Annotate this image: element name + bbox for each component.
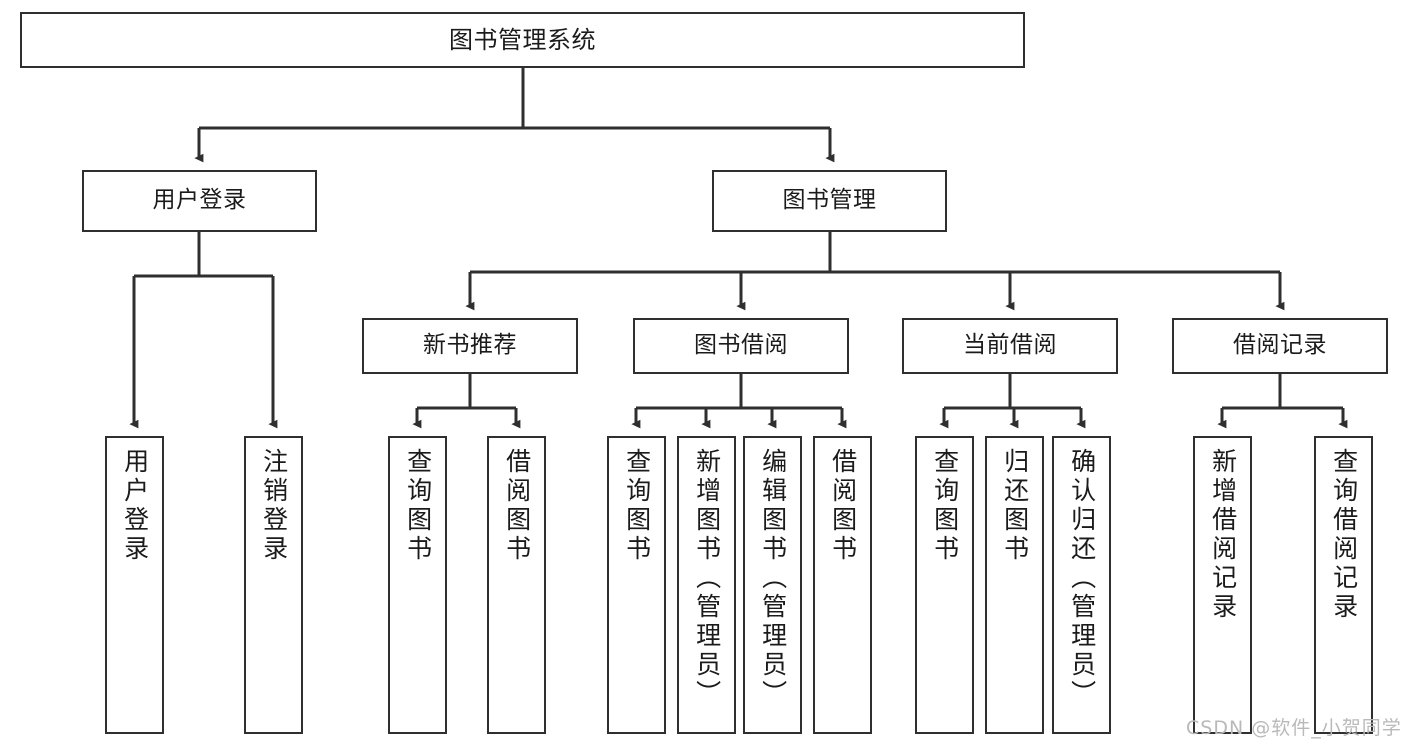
node-leaf-logout[interactable]: 注销登录	[244, 436, 303, 734]
node-current-borrow-label: 当前借阅	[963, 332, 1057, 359]
node-user-login-label: 用户登录	[152, 187, 247, 214]
node-leaf-return-book-label: 归还图书	[1000, 448, 1030, 564]
node-leaf-user-login-label: 用户登录	[120, 448, 150, 564]
node-leaf-edit-book[interactable]: 编辑图书（管理员）	[743, 436, 802, 734]
node-leaf-edit-book-label: 编辑图书（管理员）	[758, 448, 788, 709]
node-leaf-query-book-1[interactable]: 查询图书	[388, 436, 447, 734]
node-leaf-borrow-book-2[interactable]: 借阅图书	[813, 436, 872, 734]
node-leaf-query-book-1-label: 查询图书	[403, 448, 433, 564]
node-leaf-borrow-book-1-label: 借阅图书	[502, 448, 532, 564]
node-book-borrow[interactable]: 图书借阅	[633, 318, 849, 374]
node-leaf-borrow-book-1[interactable]: 借阅图书	[487, 436, 546, 734]
node-new-book-recommend-label: 新书推荐	[423, 332, 517, 359]
csdn-watermark: CSDN @软件_小贺同学	[1186, 717, 1402, 739]
node-leaf-logout-label: 注销登录	[259, 448, 289, 564]
node-leaf-add-record-label: 新增借阅记录	[1208, 448, 1238, 622]
node-leaf-query-book-3[interactable]: 查询图书	[915, 436, 974, 734]
node-borrow-record[interactable]: 借阅记录	[1172, 318, 1388, 374]
node-current-borrow[interactable]: 当前借阅	[902, 318, 1118, 374]
node-new-book-recommend[interactable]: 新书推荐	[362, 318, 578, 374]
node-root-label: 图书管理系统	[449, 25, 596, 54]
node-leaf-user-login[interactable]: 用户登录	[105, 436, 164, 734]
node-leaf-query-record[interactable]: 查询借阅记录	[1314, 436, 1373, 734]
node-book-borrow-label: 图书借阅	[694, 332, 788, 359]
node-leaf-add-book[interactable]: 新增图书（管理员）	[677, 436, 736, 734]
node-user-login[interactable]: 用户登录	[82, 170, 317, 232]
node-leaf-query-book-3-label: 查询图书	[930, 448, 960, 564]
node-leaf-query-record-label: 查询借阅记录	[1329, 448, 1359, 622]
node-leaf-confirm-return-label: 确认归还（管理员）	[1067, 448, 1097, 709]
node-leaf-query-book-2[interactable]: 查询图书	[607, 436, 666, 734]
node-book-manage[interactable]: 图书管理	[712, 170, 947, 232]
node-book-manage-label: 图书管理	[782, 187, 877, 214]
node-leaf-add-record[interactable]: 新增借阅记录	[1193, 436, 1252, 734]
node-leaf-return-book[interactable]: 归还图书	[985, 436, 1044, 734]
node-borrow-record-label: 借阅记录	[1233, 332, 1327, 359]
node-leaf-borrow-book-2-label: 借阅图书	[828, 448, 858, 564]
node-leaf-query-book-2-label: 查询图书	[622, 448, 652, 564]
node-leaf-add-book-label: 新增图书（管理员）	[692, 448, 722, 709]
node-leaf-confirm-return[interactable]: 确认归还（管理员）	[1052, 436, 1111, 734]
node-root[interactable]: 图书管理系统	[20, 12, 1025, 68]
